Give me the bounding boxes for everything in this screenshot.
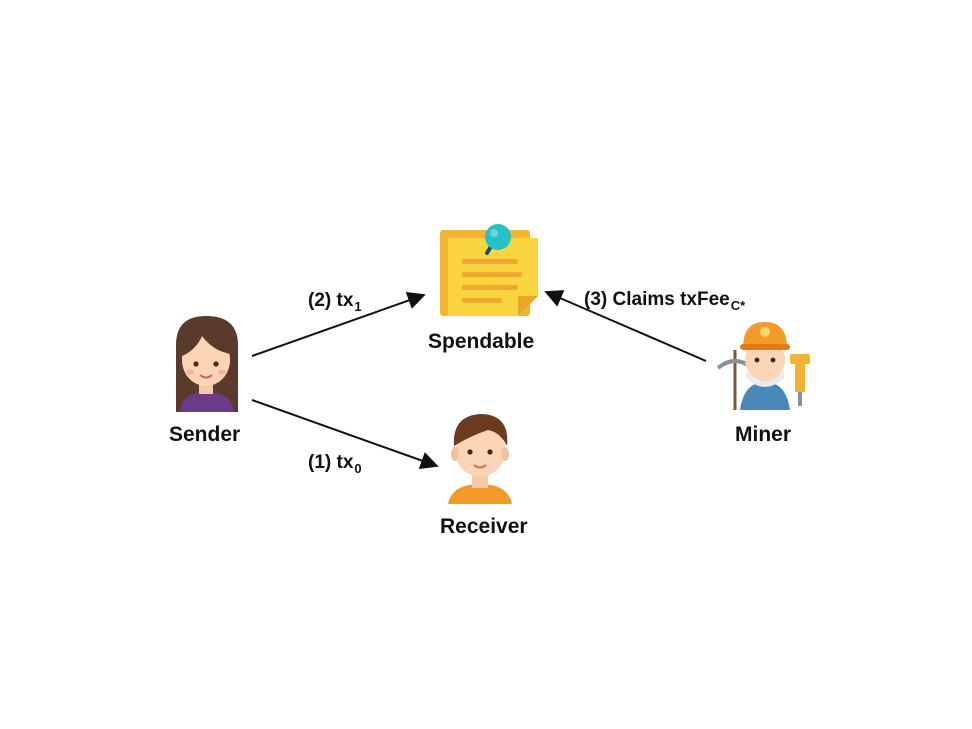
- edge-label-tx0-text: (1) tx: [308, 452, 354, 473]
- edge-label-claim-text: (3) Claims txFee: [584, 289, 730, 310]
- edge-label-claim-sub: C*: [730, 298, 746, 313]
- edge-label-tx1-sub: 1: [354, 299, 362, 314]
- arrow-tx1: [251, 291, 426, 357]
- miner-icon: [716, 322, 810, 410]
- sender-label: Sender: [169, 423, 241, 446]
- sender-icon: [176, 316, 238, 412]
- edge-label-tx1: (2) tx1: [308, 290, 362, 314]
- edge-label-claim: (3) Claims txFeeC*: [584, 289, 746, 313]
- miner-label: Miner: [735, 423, 792, 446]
- receiver-icon: [448, 414, 512, 504]
- edge-label-tx0-sub: 0: [354, 461, 362, 476]
- arrow-tx0: [251, 399, 439, 470]
- spendable-label: Spendable: [428, 330, 535, 353]
- receiver-label: Receiver: [440, 515, 528, 538]
- edge-label-tx1-text: (2) tx: [308, 290, 354, 311]
- edge-label-tx0: (1) tx0: [308, 452, 362, 476]
- arrow-claim: [544, 290, 707, 362]
- sticky-note-icon: [440, 224, 538, 316]
